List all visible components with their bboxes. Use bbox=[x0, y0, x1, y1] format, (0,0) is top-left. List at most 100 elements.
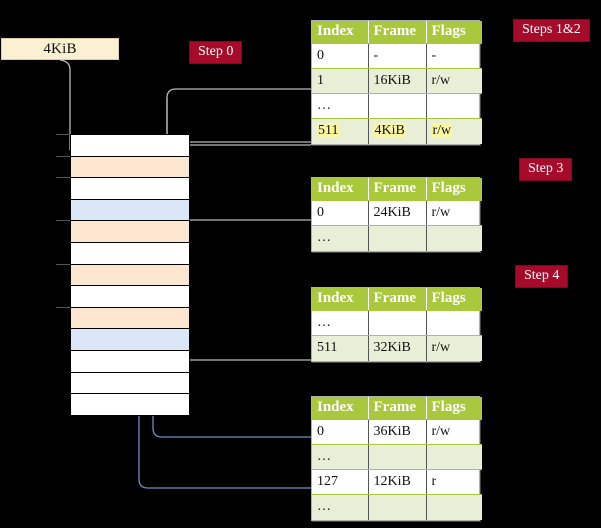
column-header-flags: Flags bbox=[426, 21, 482, 44]
table-cell: 4KiB bbox=[368, 118, 427, 144]
table-cell: - bbox=[426, 43, 482, 69]
memory-frame-row bbox=[70, 263, 190, 286]
memory-frame-row bbox=[70, 242, 190, 264]
address-box-4kib: 4KiB bbox=[1, 38, 119, 60]
table-cell: … bbox=[312, 310, 369, 336]
table-cell: 127 bbox=[312, 469, 369, 495]
memory-frame-tick bbox=[56, 263, 70, 265]
memory-frame-row bbox=[70, 306, 190, 329]
table-cell: r/w bbox=[426, 200, 482, 226]
memory-frame-tick bbox=[56, 134, 70, 135]
column-header-index: Index bbox=[312, 178, 369, 201]
table-row: 0-- bbox=[312, 43, 482, 69]
column-header-index: Index bbox=[312, 21, 369, 44]
memory-frame-row bbox=[70, 177, 190, 199]
highlighted-value: 4KiB bbox=[373, 122, 406, 138]
table-cell: … bbox=[312, 225, 369, 251]
column-header-flags: Flags bbox=[426, 397, 482, 420]
table-cell: 16KiB bbox=[368, 68, 427, 94]
memory-frame-tick bbox=[56, 177, 70, 179]
memory-frame-tick bbox=[56, 306, 70, 308]
table-cell: … bbox=[312, 93, 369, 119]
table-cell: 511 bbox=[312, 118, 369, 144]
table-cell: r/w bbox=[426, 68, 482, 94]
badge-steps-1-2: Steps 1&2 bbox=[513, 19, 590, 42]
highlighted-value: r/w bbox=[431, 122, 453, 138]
table-cell: 0 bbox=[312, 200, 369, 226]
table-row: 511 4KiB r/w bbox=[312, 118, 482, 144]
column-header-index: Index bbox=[312, 397, 369, 420]
column-header-flags: Flags bbox=[426, 178, 482, 201]
table-cell: r bbox=[426, 469, 482, 495]
memory-frame-tick bbox=[56, 220, 70, 222]
table-cell: 0 bbox=[312, 419, 369, 445]
table-row: … bbox=[312, 225, 482, 251]
table-row: … bbox=[312, 310, 482, 336]
table-cell bbox=[368, 225, 427, 251]
badge-step-3: Step 3 bbox=[519, 158, 573, 181]
table-cell: 32KiB bbox=[368, 335, 427, 361]
table-cell: r/w bbox=[426, 335, 482, 361]
memory-column-bottom-edge bbox=[70, 414, 190, 416]
table-cell bbox=[368, 494, 427, 520]
table-row: … bbox=[312, 494, 482, 520]
table-cell: … bbox=[312, 444, 369, 470]
table-cell bbox=[426, 225, 482, 251]
column-header-frame: Frame bbox=[368, 397, 427, 420]
memory-frame-row bbox=[70, 155, 190, 178]
memory-frame-row bbox=[70, 328, 190, 350]
column-header-frame: Frame bbox=[368, 178, 427, 201]
badge-step-4: Step 4 bbox=[515, 265, 569, 288]
memory-frame-tick bbox=[56, 155, 70, 157]
wire-pml4-to-frame2 bbox=[173, 144, 311, 162]
memory-frame-row bbox=[70, 285, 190, 307]
column-header-frame: Frame bbox=[368, 21, 427, 44]
memory-frame-row bbox=[70, 134, 190, 156]
table-row: … bbox=[312, 444, 482, 470]
table-cell: 1 bbox=[312, 68, 369, 94]
column-header-frame: Frame bbox=[368, 288, 427, 311]
table-cell: - bbox=[368, 43, 427, 69]
table-cell bbox=[426, 494, 482, 520]
table-cell: r/w bbox=[426, 419, 482, 445]
table-cell: 0 bbox=[312, 43, 369, 69]
table-cell: r/w bbox=[426, 118, 482, 144]
table-cell bbox=[426, 444, 482, 470]
memory-frame-row bbox=[70, 350, 190, 372]
column-header-flags: Flags bbox=[426, 288, 482, 311]
table-cell bbox=[368, 310, 427, 336]
highlighted-value: 511 bbox=[317, 122, 340, 138]
table-cell: 511 bbox=[312, 335, 369, 361]
memory-frame-row bbox=[70, 198, 190, 221]
table-cell bbox=[368, 444, 427, 470]
memory-frame-row bbox=[70, 220, 190, 242]
table-row: … bbox=[312, 93, 482, 119]
memory-frame-row bbox=[70, 393, 190, 415]
table-cell bbox=[368, 93, 427, 119]
table-cell: 36KiB bbox=[368, 419, 427, 445]
table-cell bbox=[426, 93, 482, 119]
table-cell bbox=[426, 310, 482, 336]
wire-cr3-to-frame bbox=[59, 59, 77, 154]
table-cell: 12KiB bbox=[368, 469, 427, 495]
column-header-index: Index bbox=[312, 288, 369, 311]
memory-frame-row bbox=[70, 371, 190, 394]
wire-pdpt-to-frame bbox=[176, 219, 311, 249]
